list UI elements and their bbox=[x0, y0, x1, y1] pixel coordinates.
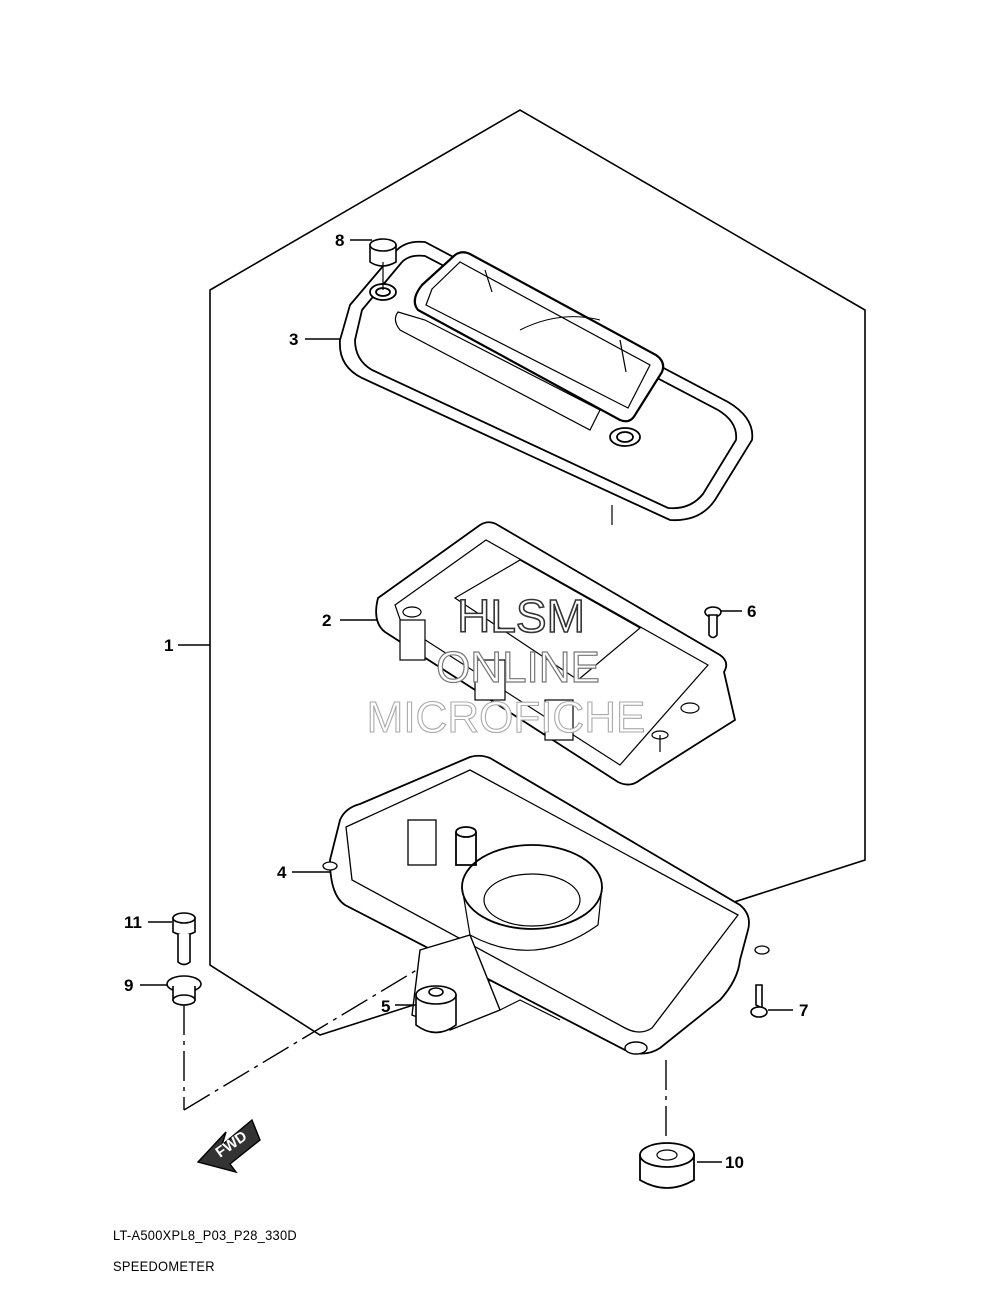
part-8-screw bbox=[369, 238, 397, 290]
part-9-collar bbox=[166, 975, 202, 1006]
part-10-cushion bbox=[639, 1142, 695, 1189]
callout-4: 4 bbox=[277, 863, 287, 882]
alignment-lines bbox=[183, 967, 667, 1140]
callout-11: 11 bbox=[124, 913, 142, 932]
part-7-screw bbox=[750, 984, 768, 1018]
callout-10: 10 bbox=[725, 1153, 744, 1172]
callout-6: 6 bbox=[747, 602, 756, 621]
part-6-screw bbox=[704, 606, 722, 639]
watermark-line-1: HLSM bbox=[457, 590, 585, 642]
watermark-line-3: MICROFICHE bbox=[367, 693, 646, 742]
callout-1: 1 bbox=[164, 636, 173, 655]
watermark: HLSM ONLINE MICROFICHE bbox=[366, 589, 646, 742]
diagram-code: LT-A500XPL8_P03_P28_330D bbox=[113, 1227, 297, 1243]
assembly-boundary bbox=[209, 109, 866, 1036]
leader-lines bbox=[140, 239, 793, 1163]
callout-5: 5 bbox=[381, 997, 390, 1016]
part-11-bolt bbox=[172, 912, 196, 966]
diagram-title: SPEEDOMETER bbox=[113, 1258, 215, 1274]
callout-8: 8 bbox=[335, 231, 344, 250]
part-3-meter-cover bbox=[339, 240, 754, 525]
callout-7: 7 bbox=[799, 1001, 808, 1020]
callout-2: 2 bbox=[322, 611, 331, 630]
part-4-meter-case bbox=[322, 754, 770, 1055]
part-5-grommet bbox=[415, 985, 457, 1034]
part-2-meter-unit bbox=[375, 521, 737, 786]
fwd-arrow: FWD bbox=[196, 1118, 261, 1174]
callout-3: 3 bbox=[289, 330, 298, 349]
callout-9: 9 bbox=[124, 976, 133, 995]
watermark-line-2: ONLINE bbox=[436, 643, 600, 692]
